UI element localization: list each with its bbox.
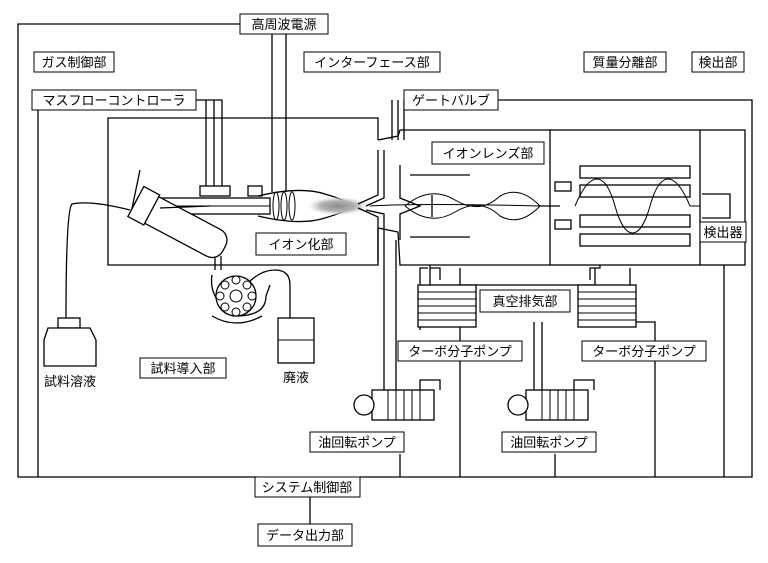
gate-valve-label: ゲートバルブ bbox=[412, 93, 490, 109]
gas-lines bbox=[129, 99, 223, 219]
ionization-label: イオン化部 bbox=[268, 238, 333, 253]
rotary-right-label: 油回転ポンプ bbox=[510, 436, 588, 451]
vacuum-label: 真空排気部 bbox=[492, 294, 557, 310]
detection-label: 検出部 bbox=[698, 56, 737, 71]
spray-chamber-icon bbox=[126, 185, 228, 270]
label-sample-solution: 試料溶液 bbox=[44, 374, 96, 390]
label-rotary-left: 油回転ポンプ bbox=[309, 431, 405, 453]
sample-bottle-icon bbox=[43, 317, 97, 367]
sample-intro-label: 試料導入部 bbox=[150, 361, 215, 377]
label-ionization: イオン化部 bbox=[255, 232, 347, 256]
label-mass-flow: マスフローコントローラ bbox=[31, 89, 197, 111]
interface-label: インターフェース部 bbox=[314, 56, 430, 71]
sample-solution-label: 試料溶液 bbox=[44, 374, 96, 390]
label-turbo-left: ターボ分子ポンプ bbox=[397, 340, 523, 362]
plasma-icon bbox=[308, 197, 368, 215]
label-gate-valve: ゲートバルブ bbox=[403, 89, 499, 111]
detector-label: 検出器 bbox=[703, 226, 742, 241]
rf-power-label: 高周波電源 bbox=[251, 17, 316, 33]
turbo-pump-icon bbox=[417, 284, 477, 328]
label-vacuum: 真空排気部 bbox=[479, 289, 571, 313]
detector-element bbox=[702, 193, 731, 219]
gas-control-label: ガス制御部 bbox=[41, 56, 106, 71]
label-data-output: データ出力部 bbox=[257, 523, 353, 547]
label-mass-separation: 質量分離部 bbox=[583, 51, 667, 73]
quadrupole-icon bbox=[554, 165, 700, 247]
label-rf-power: 高周波電源 bbox=[239, 13, 329, 35]
peristaltic-pump-icon bbox=[211, 275, 263, 324]
waste-bottle-icon bbox=[277, 317, 315, 364]
system-control-label: システム制御部 bbox=[262, 481, 353, 496]
label-rotary-right: 油回転ポンプ bbox=[501, 431, 597, 453]
rotary-pump-icon bbox=[353, 379, 441, 421]
mass-flow-label: マスフローコントローラ bbox=[42, 94, 185, 109]
ion-lens-label: イオンレンズ部 bbox=[443, 146, 534, 162]
rotary-pump-icon bbox=[507, 379, 595, 421]
label-sample-intro: 試料導入部 bbox=[139, 357, 227, 379]
label-gas-control: ガス制御部 bbox=[33, 51, 115, 73]
rotary-left-label: 油回転ポンプ bbox=[318, 436, 396, 451]
label-system-control: システム制御部 bbox=[254, 476, 361, 498]
data-output-label: データ出力部 bbox=[266, 528, 344, 544]
waste-label: 廃液 bbox=[283, 370, 309, 386]
label-ion-lens: イオンレンズ部 bbox=[431, 141, 545, 165]
label-detector: 検出器 bbox=[699, 221, 747, 243]
label-waste: 廃液 bbox=[283, 370, 309, 386]
turbo-pump-icon bbox=[577, 284, 637, 328]
label-turbo-right: ターボ分子ポンプ bbox=[581, 340, 707, 362]
label-detection: 検出部 bbox=[691, 51, 745, 73]
turbo-right-label: ターボ分子ポンプ bbox=[592, 345, 696, 360]
ion-lens-icon bbox=[369, 174, 560, 238]
mass-separation-label: 質量分離部 bbox=[592, 56, 657, 71]
label-interface: インターフェース部 bbox=[303, 51, 441, 73]
rf-power-leads bbox=[271, 32, 287, 192]
turbo-left-label: ターボ分子ポンプ bbox=[408, 345, 512, 360]
